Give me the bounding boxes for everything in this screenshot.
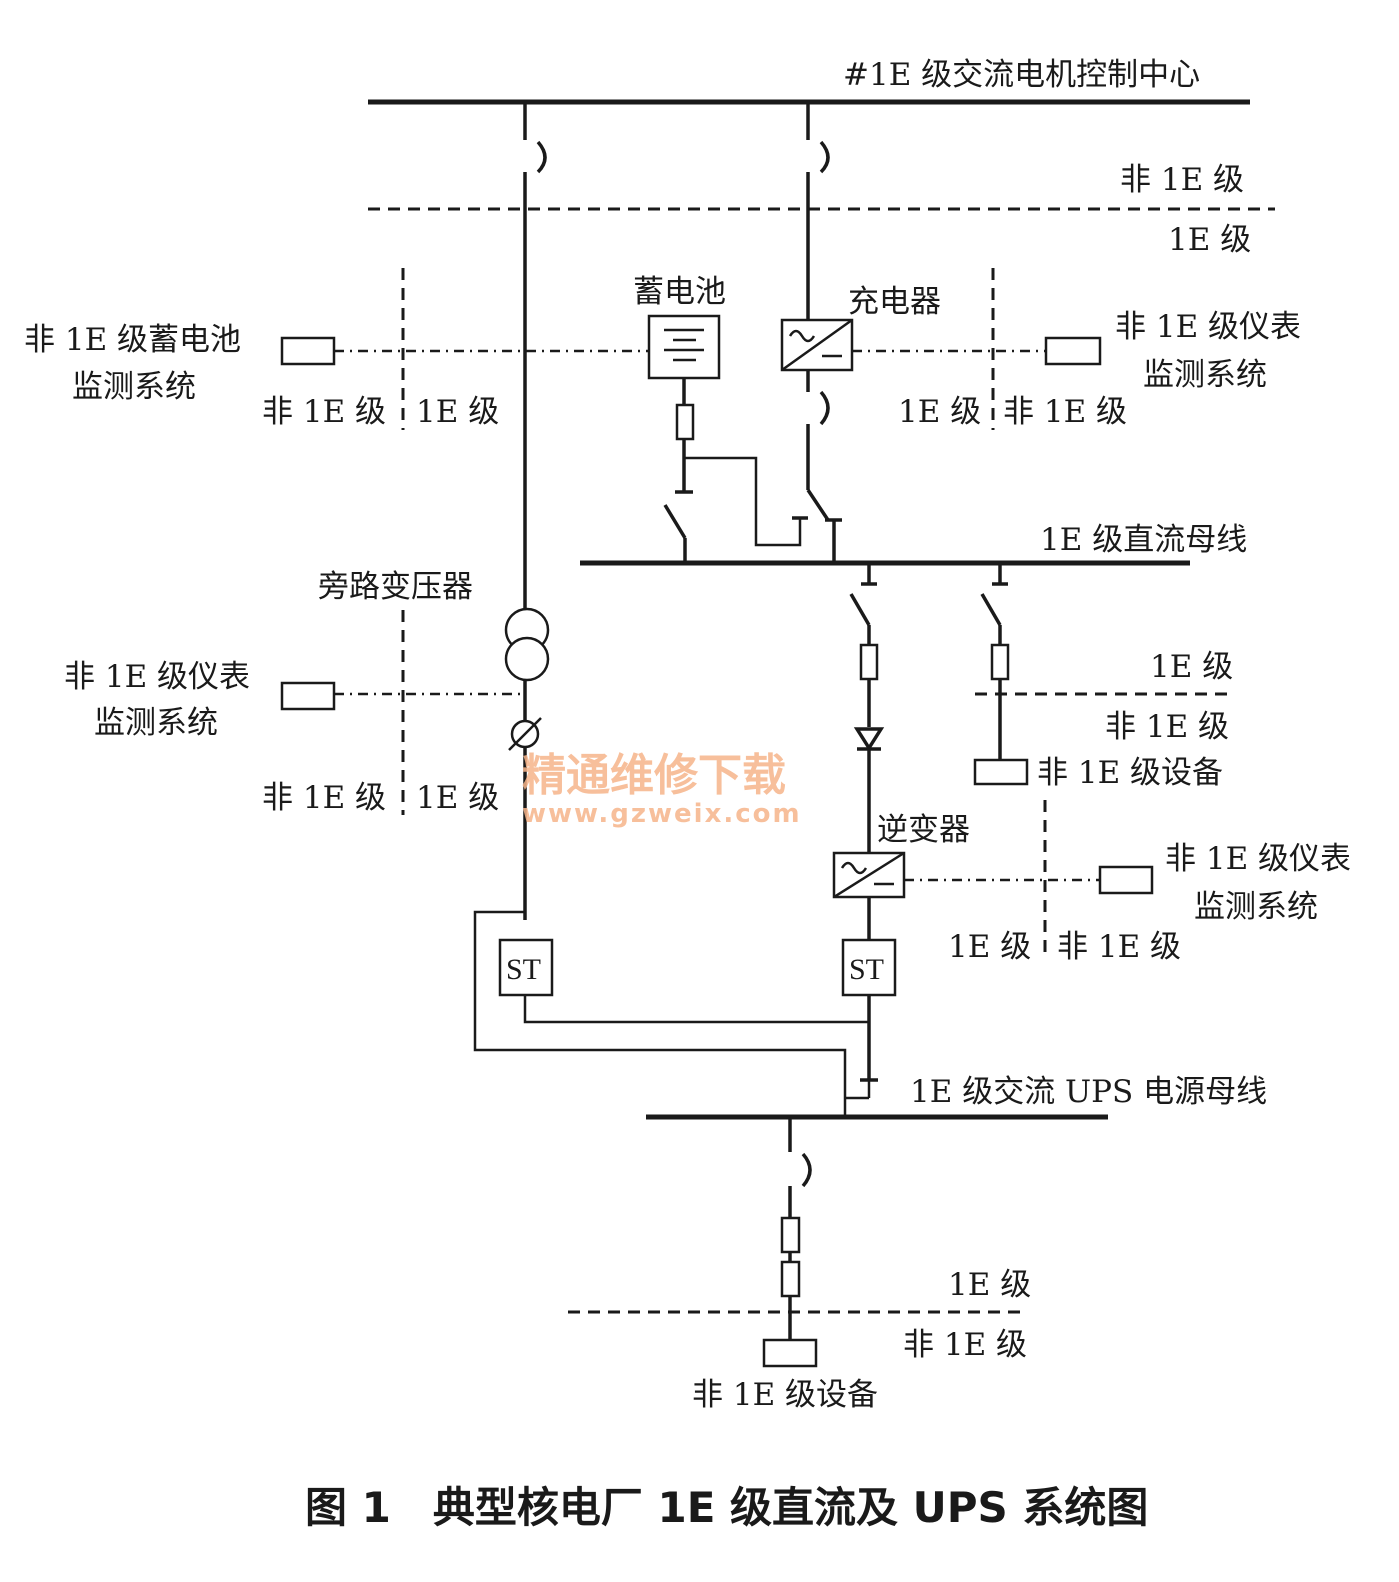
label-1e-inverter: 1E 级 (948, 929, 1031, 965)
figure-caption: 图 1 典型核电厂 1E 级直流及 UPS 系统图 (305, 1483, 1148, 1532)
battery-monitor-label-1: 非 1E 级蓄电池 (24, 322, 241, 358)
charger-monitor-label-1: 非 1E 级仪表 (1115, 309, 1301, 345)
label-1e-ups: 1E 级 (948, 1267, 1031, 1303)
watermark-text: 精通维修下载 (522, 750, 786, 801)
non1e-equipment-box-lower (762, 1338, 818, 1368)
static-switch-right-label: ST (849, 953, 884, 986)
inverter-symbol (832, 851, 906, 899)
bypass-monitor-box (280, 681, 336, 711)
battery-switch (663, 504, 687, 539)
ups-bus-label: 1E 级交流 UPS 电源母线 (910, 1074, 1267, 1110)
label-1e-dcfeeder: 1E 级 (1150, 649, 1233, 685)
inverter-monitor-label-2: 监测系统 (1194, 889, 1318, 925)
charger-label: 充电器 (848, 284, 941, 320)
ac-mcc-label: #1E 级交流电机控制中心 (843, 57, 1200, 93)
battery-monitor-box (280, 336, 336, 366)
dc-feeder-inverter (849, 563, 885, 853)
charger-breaker (819, 390, 830, 426)
battery-monitor-label-2: 监测系统 (72, 369, 196, 405)
bypass-monitor-label-2: 监测系统 (94, 705, 218, 741)
label-1e-chgmon: 1E 级 (898, 394, 981, 430)
label-non1e-bypass: 非 1E 级 (262, 780, 386, 816)
label-1e-batmon: 1E 级 (416, 394, 499, 430)
static-switch-right (841, 938, 897, 997)
watermark-url: www.gzweix.com (522, 799, 802, 829)
battery-symbol (647, 314, 721, 380)
bypass-transformer-symbol (504, 607, 550, 682)
ups-feeder (780, 1117, 812, 1340)
battery-label: 蓄电池 (633, 274, 726, 310)
static-switch-left (498, 938, 554, 997)
maintenance-bypass-line (473, 910, 847, 1098)
dc-feeder-non1e (980, 563, 1010, 760)
non1e-equipment-box-upper (973, 758, 1029, 786)
bypass-monitor-label-1: 非 1E 级仪表 (64, 659, 250, 695)
st-output-tie (523, 995, 869, 1024)
non1e-equipment-label-upper: 非 1E 级设备 (1037, 755, 1223, 791)
static-switch-left-label: ST (506, 953, 541, 986)
label-non1e-batmon: 非 1E 级 (262, 394, 386, 430)
dc-bus-label: 1E 级直流母线 (1040, 522, 1247, 558)
label-non1e-top: 非 1E 级 (1120, 162, 1244, 198)
non1e-equipment-label-lower: 非 1E 级设备 (692, 1377, 878, 1413)
mcc-breaker-right (806, 102, 830, 320)
bypass-regulator-symbol (508, 717, 542, 751)
charger-monitor-label-2: 监测系统 (1143, 357, 1267, 393)
label-non1e-dcfeeder: 非 1E 级 (1105, 709, 1229, 745)
label-non1e-chgmon: 非 1E 级 (1003, 394, 1127, 430)
inverter-monitor-label-1: 非 1E 级仪表 (1165, 841, 1351, 877)
label-1e-bypass: 1E 级 (416, 780, 499, 816)
battery-test-branch (684, 456, 802, 547)
charger-switch (806, 489, 830, 521)
charger-symbol (780, 318, 854, 372)
inverter-label: 逆变器 (877, 812, 970, 848)
charger-monitor-box (1044, 336, 1102, 366)
bypass-transformer-label: 旁路变压器 (318, 569, 473, 605)
mcc-breaker-left (523, 102, 547, 920)
label-1e-top: 1E 级 (1168, 222, 1251, 258)
battery-fuse (675, 403, 695, 441)
inverter-monitor-box (1098, 865, 1154, 895)
label-non1e-inverter: 非 1E 级 (1057, 929, 1181, 965)
label-non1e-ups: 非 1E 级 (903, 1327, 1027, 1363)
